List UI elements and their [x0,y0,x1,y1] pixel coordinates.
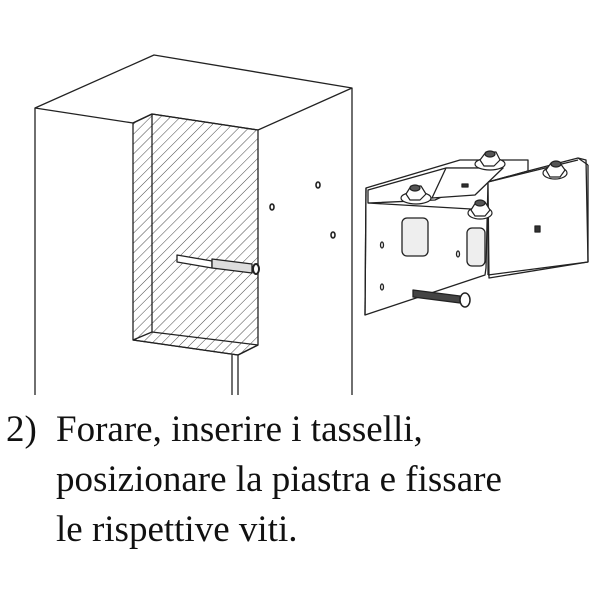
instruction-line-1: Forare, inserire i tasselli, [56,409,423,450]
post-cutaway-section [132,113,259,356]
wall-anchor [176,254,260,275]
installation-illustration [34,54,589,395]
bracket [364,150,589,316]
screw [412,289,471,308]
instruction-line-3: le rispettive viti. [56,509,298,550]
step-number: 2) [6,409,37,450]
drill-holes [269,181,336,239]
instruction-line-2: posizionare la piastra e fissare [56,459,502,500]
